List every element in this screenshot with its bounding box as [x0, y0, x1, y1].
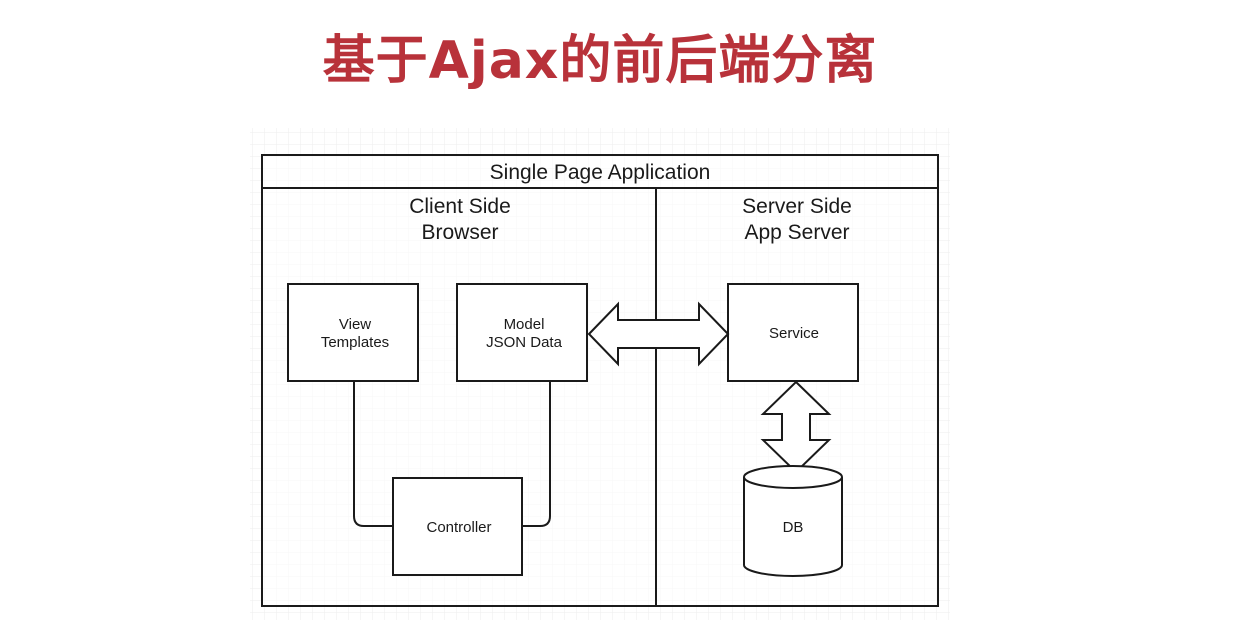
server-side-label: Server Side — [742, 195, 852, 218]
model-controller-connector — [522, 381, 551, 527]
view-controller-connector — [353, 381, 393, 527]
view-templates-box — [287, 283, 419, 382]
model-label: Model — [504, 316, 545, 333]
slide-title: 基于Ajax的前后端分离 — [322, 31, 878, 91]
browser-label: Browser — [421, 221, 498, 244]
db-cylinder — [743, 465, 843, 577]
client-side-label: Client Side — [409, 195, 511, 218]
view-label: View — [339, 316, 371, 333]
model-service-double-arrow — [587, 301, 730, 367]
db-label: DB — [783, 519, 804, 536]
json-data-label: JSON Data — [486, 334, 563, 351]
service-label: Service — [769, 325, 819, 342]
service-box — [727, 283, 859, 382]
spa-header-label: Single Page Application — [490, 161, 711, 184]
controller-label: Controller — [426, 519, 491, 536]
model-json-box — [456, 283, 588, 382]
app-server-label: App Server — [744, 221, 849, 244]
controller-box — [392, 477, 523, 576]
templates-label: Templates — [321, 334, 389, 351]
